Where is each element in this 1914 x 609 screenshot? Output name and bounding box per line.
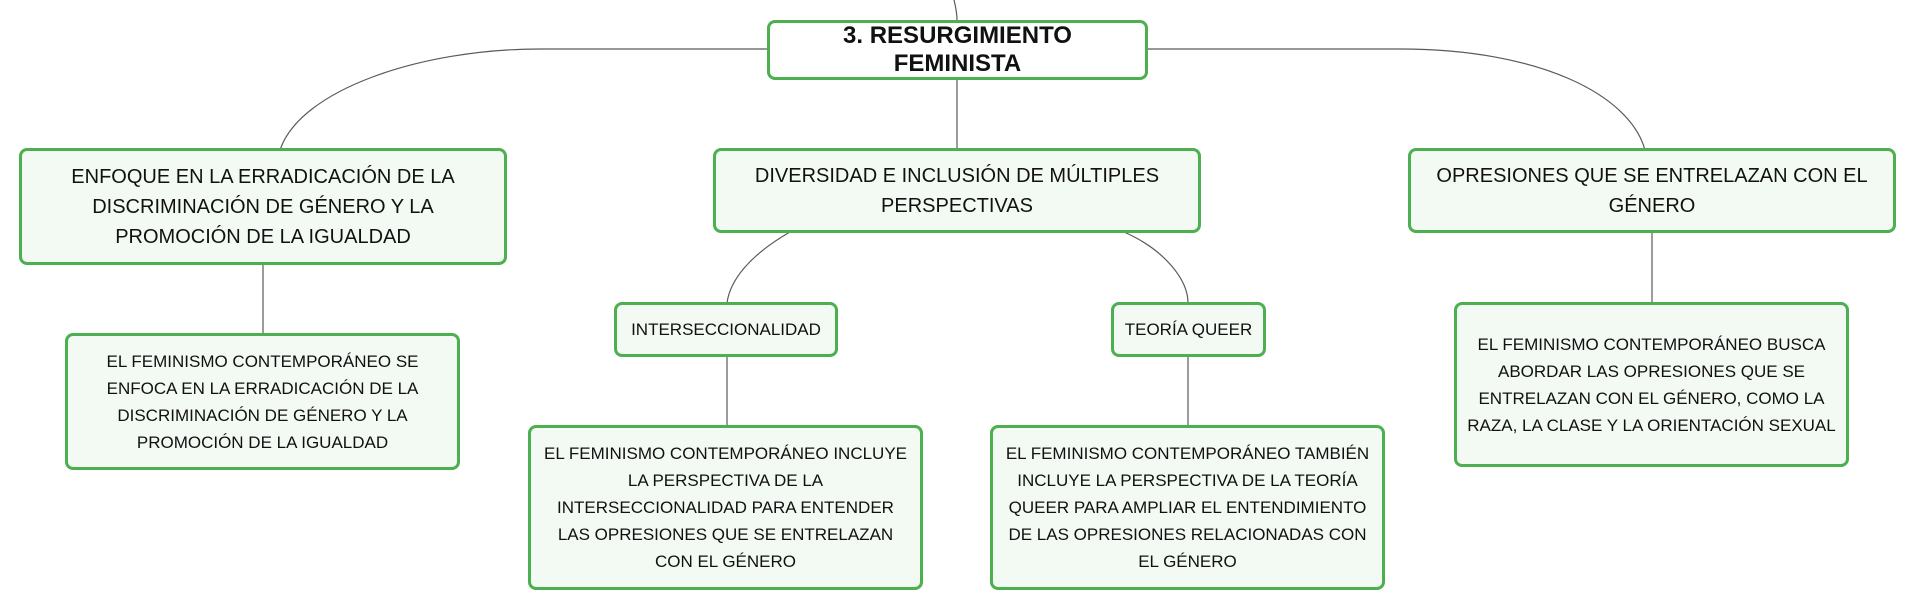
node-opresiones-label: OPRESIONES QUE SE ENTRELAZAN CON EL GÉNE… — [1436, 164, 1868, 217]
node-opresiones-detail[interactable]: EL FEMINISMO CONTEMPORÁNEO BUSCA ABORDAR… — [1454, 302, 1849, 467]
node-interseccionalidad-detail[interactable]: EL FEMINISMO CONTEMPORÁNEO INCLUYE LA PE… — [528, 425, 923, 590]
node-enfoque[interactable]: ENFOQUE EN LA ERRADICACIÓN DE LA DISCRIM… — [19, 148, 507, 265]
node-queer[interactable]: TEORÍA QUEER — [1111, 302, 1266, 357]
root-label: 3. RESURGIMIENTO FEMINISTA — [843, 22, 1072, 77]
node-queer-detail-label: EL FEMINISMO CONTEMPORÁNEO TAMBIÉN INCLU… — [1005, 444, 1370, 571]
node-enfoque-detail[interactable]: EL FEMINISMO CONTEMPORÁNEO SE ENFOCA EN … — [65, 333, 460, 470]
connector-parent-root — [953, 0, 958, 21]
node-opresiones[interactable]: OPRESIONES QUE SE ENTRELAZAN CON EL GÉNE… — [1408, 148, 1896, 233]
connector-root-opresiones — [1146, 48, 1646, 151]
node-interseccionalidad-label: INTERSECCIONALIDAD — [631, 320, 821, 339]
node-enfoque-label: ENFOQUE EN LA ERRADICACIÓN DE LA DISCRIM… — [71, 165, 455, 248]
node-diversidad[interactable]: DIVERSIDAD E INCLUSIÓN DE MÚLTIPLES PERS… — [713, 148, 1201, 233]
node-interseccionalidad-detail-label: EL FEMINISMO CONTEMPORÁNEO INCLUYE LA PE… — [543, 444, 908, 571]
node-interseccionalidad[interactable]: INTERSECCIONALIDAD — [614, 302, 838, 357]
node-diversidad-label: DIVERSIDAD E INCLUSIÓN DE MÚLTIPLES PERS… — [754, 164, 1160, 217]
node-enfoque-detail-label: EL FEMINISMO CONTEMPORÁNEO SE ENFOCA EN … — [106, 351, 419, 452]
connector-diversidad-queer — [1123, 231, 1189, 304]
node-opresiones-detail-label: EL FEMINISMO CONTEMPORÁNEO BUSCA ABORDAR… — [1467, 334, 1836, 435]
root-node[interactable]: 3. RESURGIMIENTO FEMINISTA — [767, 20, 1148, 80]
node-queer-detail[interactable]: EL FEMINISMO CONTEMPORÁNEO TAMBIÉN INCLU… — [990, 425, 1385, 590]
connector-root-enfoque — [279, 48, 768, 151]
node-queer-label: TEORÍA QUEER — [1124, 320, 1253, 339]
connector-diversidad-interseccionalidad — [726, 231, 791, 304]
